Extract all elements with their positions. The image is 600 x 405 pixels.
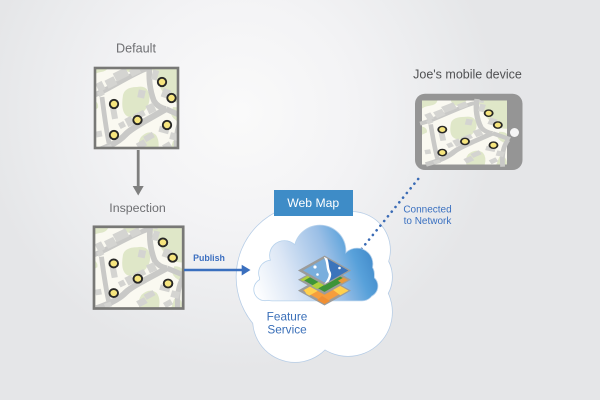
svg-text:Feature: Feature <box>267 310 308 324</box>
svg-text:Web Map: Web Map <box>287 196 339 210</box>
svg-text:Publish: Publish <box>193 253 225 263</box>
svg-text:Service: Service <box>267 322 307 336</box>
svg-text:Default: Default <box>116 42 156 56</box>
svg-text:Inspection: Inspection <box>109 201 166 215</box>
svg-text:to Network: to Network <box>404 216 453 227</box>
svg-text:Connected: Connected <box>403 204 451 215</box>
svg-text:Joe's mobile device: Joe's mobile device <box>413 68 522 82</box>
